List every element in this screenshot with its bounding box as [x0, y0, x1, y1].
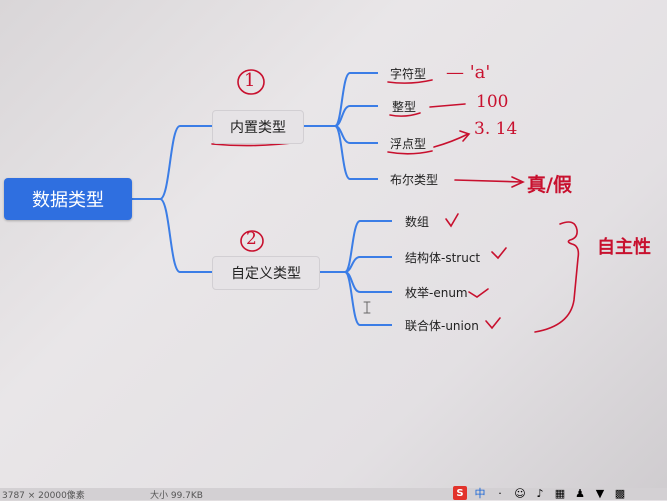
leaf-enum[interactable]: 枚举-enum [405, 286, 468, 300]
keyboard-icon[interactable]: ▦ [554, 486, 566, 500]
punctuation-icon[interactable]: · [498, 486, 502, 500]
leaf-struct[interactable]: 结构体-struct [405, 251, 481, 265]
ink-marker-1: 1 [244, 70, 256, 91]
status-bar: 3787 × 20000像素 大小 99.7KB [0, 488, 667, 500]
branch-label: 内置类型 [230, 120, 286, 136]
ime-logo-icon[interactable]: S [453, 486, 467, 500]
leaf-float[interactable]: 浮点型 [390, 137, 427, 151]
system-tray: S 中 · ☺ ♪ ▦ ♟ ▼ ▩ [453, 486, 627, 500]
ink-marker-2: 2 [246, 229, 257, 249]
leaf-union[interactable]: 联合体-union [405, 319, 479, 333]
leaf-int[interactable]: 整型 [392, 100, 417, 114]
check-mark [445, 213, 459, 228]
grid-icon[interactable]: ▩ [614, 486, 626, 500]
status-filesize: 大小 99.7KB [150, 491, 203, 500]
branch-node-custom[interactable]: 自定义类型 [212, 256, 320, 290]
check-mark [485, 317, 501, 330]
ink-circle-2 [240, 230, 264, 252]
root-node[interactable]: 数据类型 [4, 178, 132, 220]
ink-note-char: — 'a' [446, 62, 491, 83]
ink-note-bool: 真/假 [527, 174, 572, 196]
ink-note-float: 3. 14 [474, 119, 518, 139]
check-mark [468, 288, 489, 298]
leaf-char[interactable]: 字符型 [390, 67, 427, 81]
status-dimensions: 3787 × 20000像素 [2, 491, 85, 500]
shirt-icon[interactable]: ▼ [595, 486, 605, 500]
emoji-icon[interactable]: ☺ [514, 486, 526, 500]
ink-note-int: 100 [476, 92, 509, 112]
user-icon[interactable]: ♟ [575, 486, 585, 500]
leaf-bool[interactable]: 布尔类型 [390, 173, 439, 187]
microphone-icon[interactable]: ♪ [536, 486, 544, 500]
leaf-array[interactable]: 数组 [405, 215, 430, 229]
ink-brace [534, 221, 580, 333]
branch-label: 自定义类型 [231, 266, 301, 282]
ink-circle-1 [237, 69, 265, 95]
ink-group-note: 自主性 [597, 237, 651, 258]
ime-mode[interactable]: 中 [474, 487, 486, 500]
root-label: 数据类型 [32, 190, 104, 211]
check-mark [491, 247, 507, 260]
branch-node-builtin[interactable]: 内置类型 [212, 110, 304, 144]
